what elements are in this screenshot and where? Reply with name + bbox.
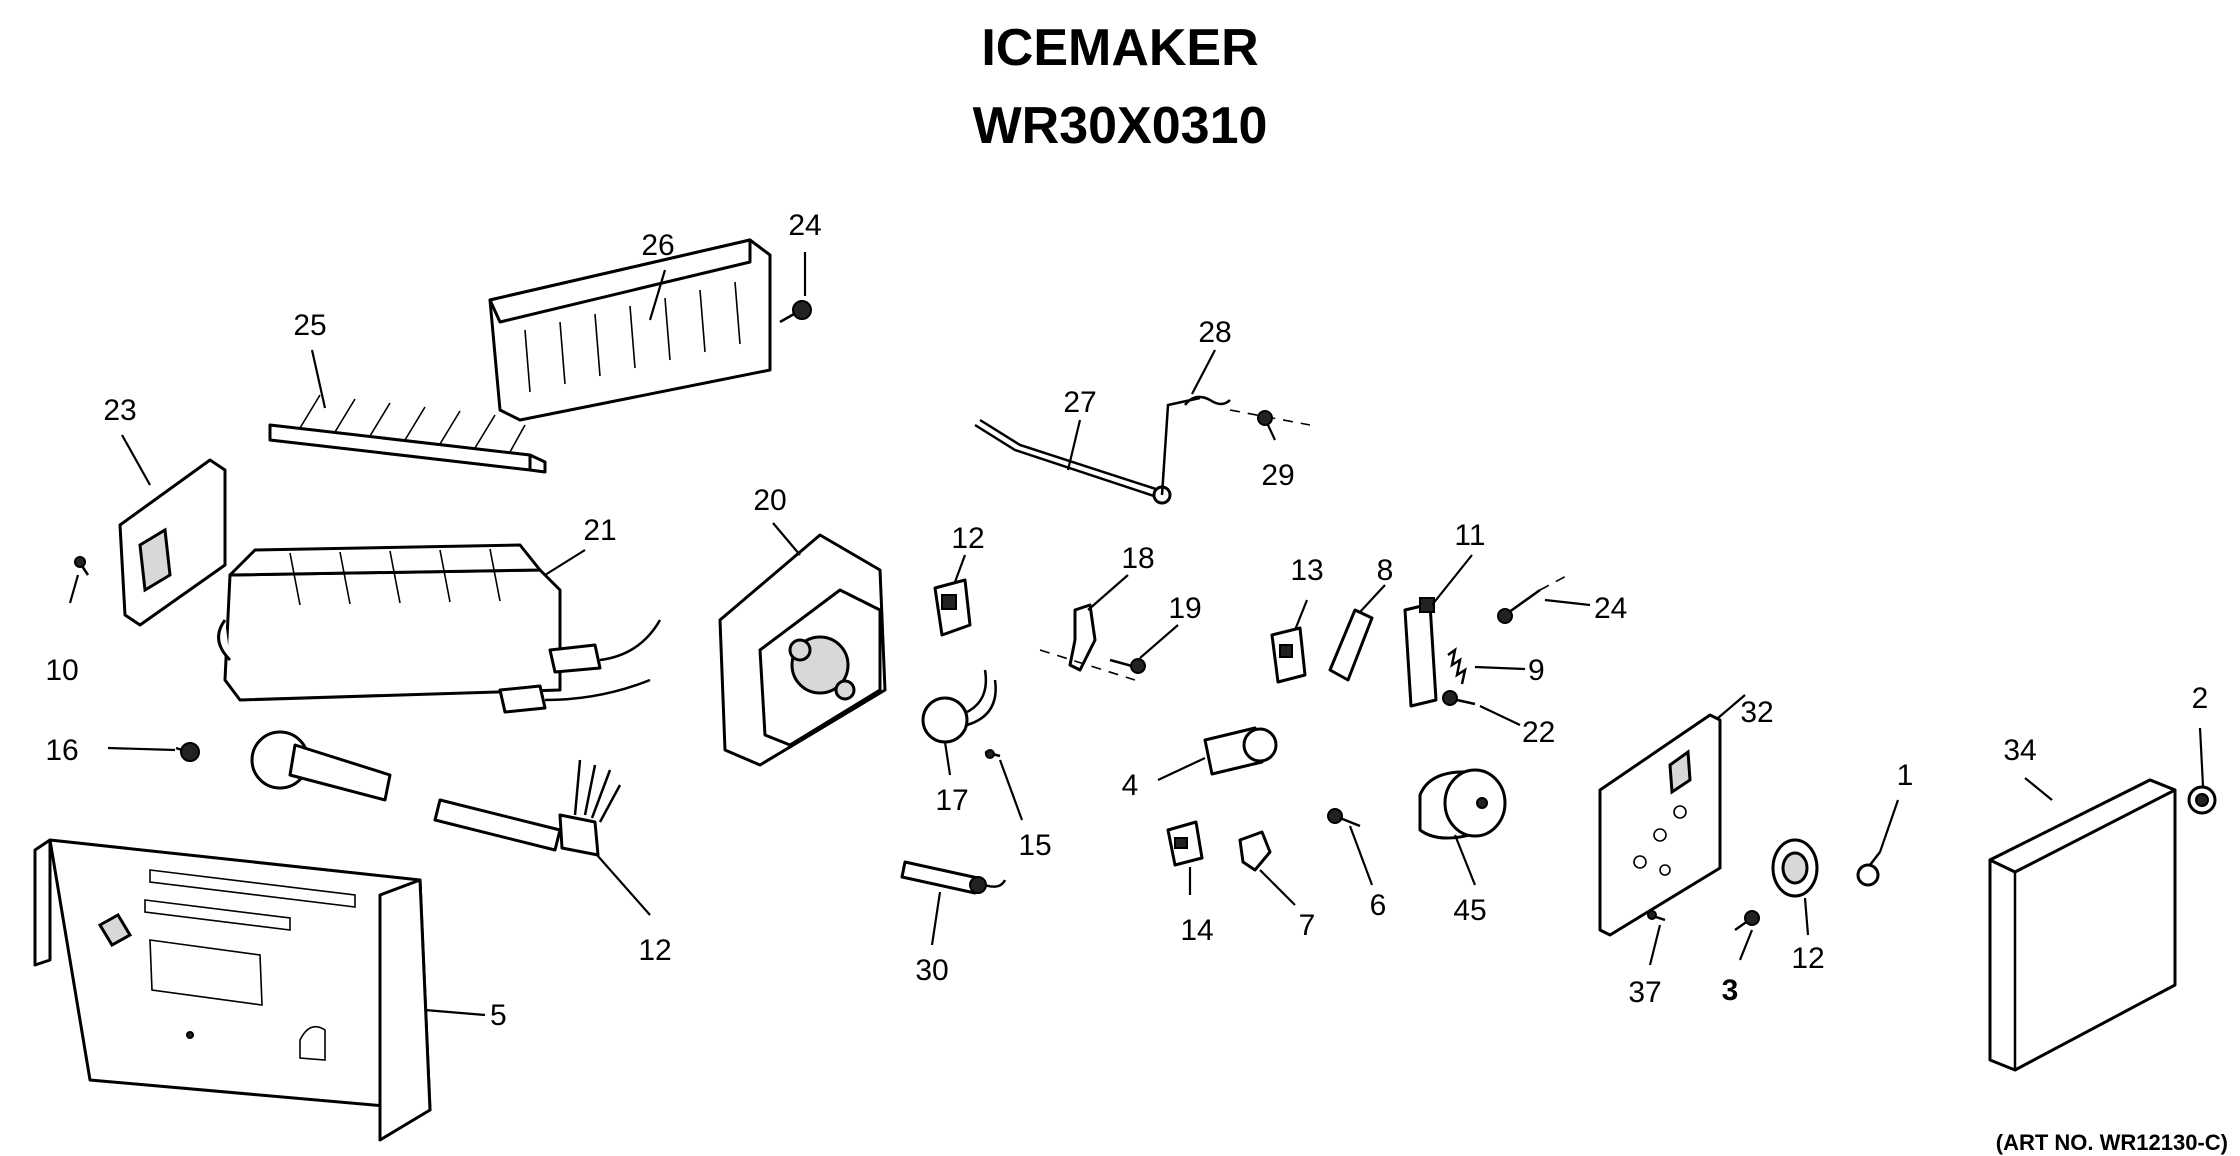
callout-25: 25 bbox=[293, 309, 326, 342]
callout-14: 7 bbox=[1299, 909, 1316, 942]
part-20-housing bbox=[718, 533, 887, 767]
callout-19: 19 bbox=[1168, 592, 1201, 625]
callout-37: 3 bbox=[1722, 974, 1739, 1007]
diagram-title: ICEMAKER bbox=[981, 19, 1259, 77]
part-14-link bbox=[1238, 830, 1272, 872]
part-9-screw bbox=[1442, 690, 1476, 706]
part-10-spring bbox=[1447, 647, 1467, 685]
callout-10: 9 bbox=[1528, 654, 1545, 687]
callout-34: 12 bbox=[638, 934, 671, 967]
callout-17: 15 bbox=[1018, 829, 1051, 862]
callout-2: 1 bbox=[1897, 759, 1914, 792]
part-5-screw bbox=[1647, 910, 1666, 922]
callout-7: 6 bbox=[1370, 889, 1387, 922]
callout-5: 37 bbox=[1628, 976, 1661, 1009]
callout-20: 20 bbox=[753, 484, 786, 517]
part-24-screw-left bbox=[74, 556, 90, 576]
art-number: (ART NO. WR12130-C) bbox=[1995, 1130, 2228, 1155]
callout-12-a: 12 bbox=[951, 522, 984, 555]
part-6-motor bbox=[1418, 768, 1507, 840]
part-37-screw bbox=[1734, 910, 1760, 932]
part-30-support bbox=[33, 838, 432, 1142]
fill-cup bbox=[250, 730, 392, 802]
part-25-ejector bbox=[268, 394, 547, 474]
callout-18: 18 bbox=[1121, 542, 1154, 575]
part-21-mold bbox=[217, 543, 662, 714]
part-28-spring bbox=[1184, 395, 1231, 406]
part-17-pin bbox=[984, 749, 1001, 759]
callout-45: 30 bbox=[915, 954, 948, 987]
part-26-cover bbox=[488, 238, 772, 422]
part-1-cover bbox=[1988, 778, 2177, 1072]
part-8-contact bbox=[1403, 597, 1438, 708]
callout-12-b: 13 bbox=[1290, 554, 1323, 587]
callout-21: 21 bbox=[583, 514, 616, 547]
callout-15: 4 bbox=[1122, 769, 1139, 802]
callout-12-c: 14 bbox=[1180, 914, 1213, 947]
callout-8: 11 bbox=[1454, 519, 1485, 552]
part-7-screw bbox=[1327, 808, 1361, 828]
part-16-thermostat bbox=[921, 669, 997, 744]
callout-1: 34 bbox=[2003, 734, 2036, 767]
part-45-fill-screw bbox=[900, 860, 1007, 895]
part-12-switch-b bbox=[1270, 626, 1307, 684]
part-32-knob bbox=[2187, 785, 2217, 815]
callout-30: 5 bbox=[490, 999, 507, 1032]
callout-4: 32 bbox=[1740, 696, 1773, 729]
callout-24-left: 10 bbox=[45, 654, 78, 687]
callout-16: 17 bbox=[935, 784, 968, 817]
part-11-screw bbox=[1497, 573, 1571, 624]
callout-9: 22 bbox=[1522, 716, 1555, 749]
part-34-harness bbox=[433, 759, 622, 857]
callout-23: 23 bbox=[103, 394, 136, 427]
part-12-switch-a bbox=[933, 578, 972, 637]
part-23-bracket bbox=[118, 458, 227, 627]
part-19-screw bbox=[1109, 658, 1146, 674]
leader-lines bbox=[68, 252, 2205, 1017]
callout-29: 29 bbox=[1261, 459, 1294, 492]
part-15-plug bbox=[1203, 726, 1278, 776]
callout-32: 2 bbox=[2192, 682, 2209, 715]
part-24-screw-top bbox=[779, 300, 812, 324]
callout-26: 26 bbox=[641, 229, 674, 262]
callout-11: 24 bbox=[1594, 592, 1627, 625]
model-number: WR30X0310 bbox=[972, 97, 1268, 155]
callout-24-top: 24 bbox=[788, 209, 821, 242]
callout-27: 27 bbox=[1063, 386, 1096, 419]
part-13-cam bbox=[1328, 608, 1374, 682]
callout-6: 45 bbox=[1453, 894, 1486, 927]
part-29-retainer bbox=[1229, 409, 1311, 426]
part-18-lever bbox=[1039, 603, 1136, 681]
part-4-plate bbox=[1598, 713, 1722, 937]
callout-3: 12 bbox=[1791, 942, 1824, 975]
part-12-switch-c bbox=[1166, 820, 1204, 867]
part-2-screw bbox=[1856, 851, 1881, 887]
callout-labels: 26 24 25 23 28 27 29 20 21 12 18 19 13 8… bbox=[45, 209, 2208, 1032]
callout-28: 28 bbox=[1198, 316, 1231, 349]
callout-13: 8 bbox=[1377, 554, 1394, 587]
part-22-screw bbox=[175, 742, 200, 762]
part-3-gear bbox=[1771, 838, 1819, 898]
callout-22: 16 bbox=[45, 734, 78, 767]
